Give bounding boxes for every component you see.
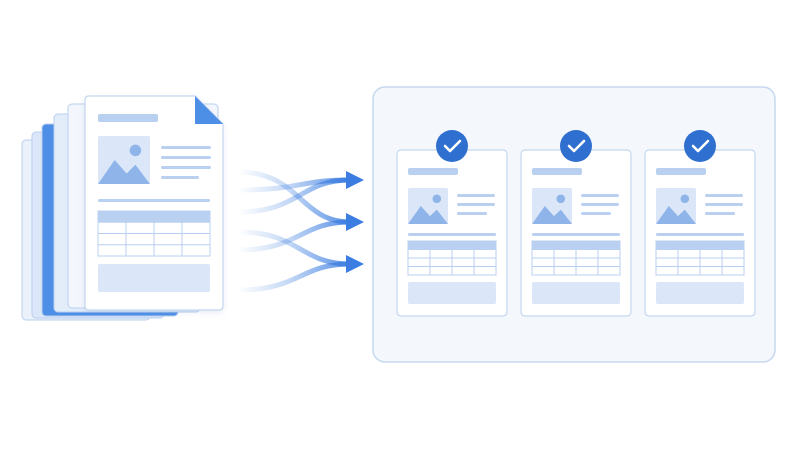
output-documents [396,130,756,317]
text-line-placeholder [581,203,619,206]
split-arrows [235,169,364,293]
image-mountains [98,160,150,184]
header-placeholder [532,168,582,175]
footer-placeholder [532,282,620,304]
footer-placeholder [408,282,496,304]
output-document [396,130,508,317]
page-fold-corner [195,96,223,124]
image-placeholder-icon [408,188,448,224]
checkmark-icon [443,139,462,153]
arrow-stroke [235,177,353,193]
image-mountains [408,206,448,224]
header-placeholder [408,168,458,175]
image-mountains [656,206,696,224]
image-placeholder-icon [532,188,572,224]
image-mountains [532,206,572,224]
table-header [408,241,496,250]
image-sun [680,194,690,204]
header-placeholder [98,114,158,122]
table-placeholder [407,240,497,276]
text-line-placeholder [161,156,211,159]
arrow-right-icon [346,213,364,231]
check-badge [684,130,716,162]
table-header [98,211,210,223]
footer-placeholder [98,264,210,292]
table-placeholder [97,210,211,257]
source-document-stack [21,95,224,321]
text-line-placeholder [581,194,619,197]
divider-placeholder [408,233,496,236]
text-line-placeholder [457,212,487,215]
checkmark-icon [567,139,586,153]
arrow-stroke [235,219,353,253]
image-sun [129,144,142,157]
text-line-placeholder [161,166,211,169]
text-line-placeholder [705,212,735,215]
table-header [532,241,620,250]
divider-placeholder [532,233,620,236]
arrow-right-icon [346,171,364,189]
image-placeholder-icon [98,136,150,184]
checkmark-icon [691,139,710,153]
table-placeholder [531,240,621,276]
text-line-placeholder [161,176,199,179]
check-badge [436,130,468,162]
header-placeholder [656,168,706,175]
check-badge [560,130,592,162]
table-header [656,241,744,250]
output-document [644,130,756,317]
divider-placeholder [656,233,744,236]
front-document [84,95,224,311]
text-line-placeholder [457,203,495,206]
text-line-placeholder [581,212,611,215]
text-line-placeholder [161,146,211,149]
text-line-placeholder [705,203,743,206]
text-line-placeholder [457,194,495,197]
arrow-stroke [235,261,353,293]
output-document [520,130,632,317]
text-line-placeholder [705,194,743,197]
divider-placeholder [98,199,210,202]
table-placeholder [655,240,745,276]
footer-placeholder [656,282,744,304]
arrow-right-icon [346,255,364,273]
image-sun [432,194,442,204]
image-sun [556,194,566,204]
image-placeholder-icon [656,188,696,224]
